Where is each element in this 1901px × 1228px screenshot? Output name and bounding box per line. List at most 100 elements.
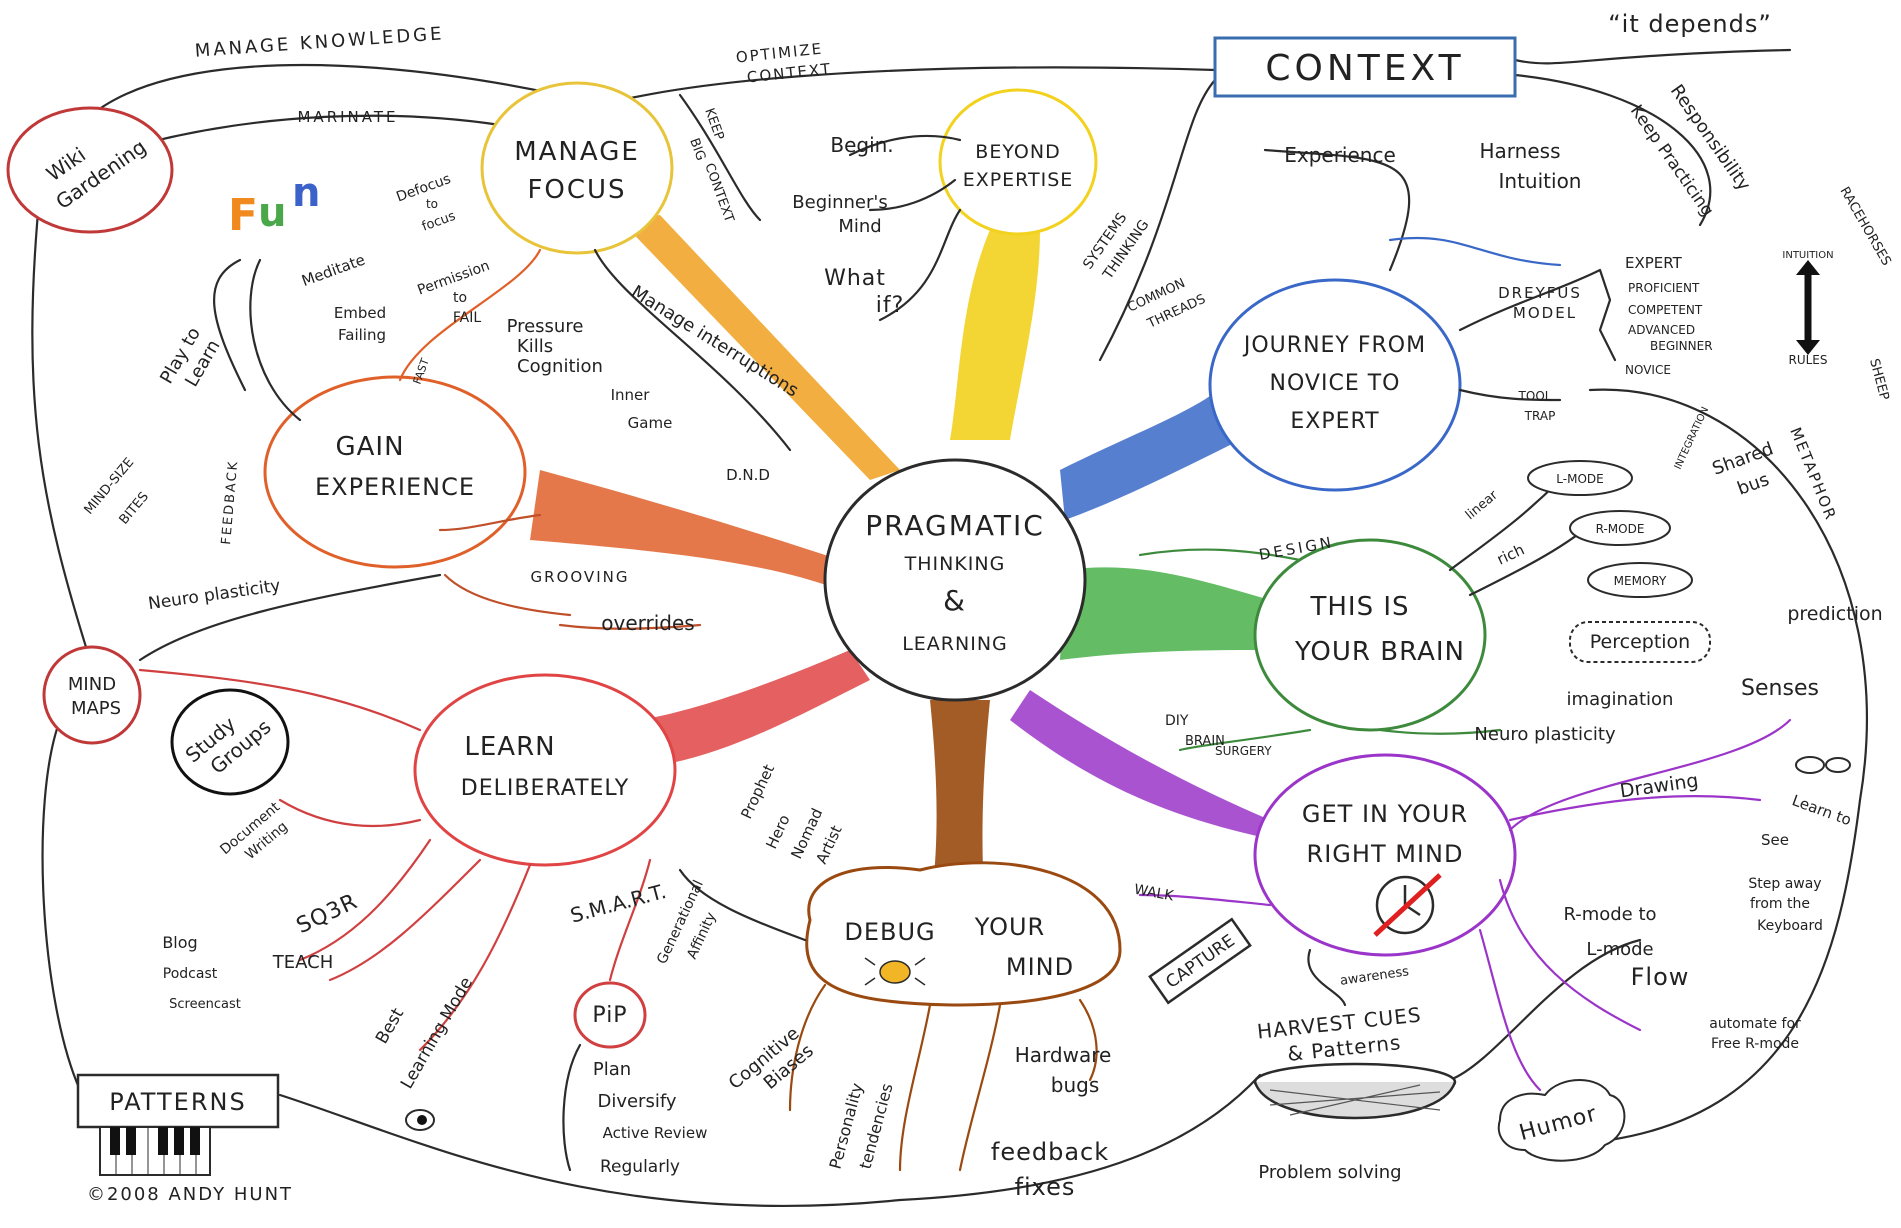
branch-lines — [138, 93, 1792, 1172]
svg-text:Learn to: Learn to — [1790, 791, 1854, 829]
capture-node: CAPTURE — [1148, 917, 1252, 1005]
svg-text:imagination: imagination — [1567, 689, 1674, 710]
patterns-node: PATTERNS — [76, 1073, 280, 1176]
context-node: CONTEXT “it depends” — [1213, 10, 1772, 98]
svg-text:Pressure: Pressure — [507, 316, 584, 337]
svg-text:RACEHORSES: RACEHORSES — [1837, 185, 1894, 269]
svg-text:Failing: Failing — [338, 326, 386, 344]
svg-text:What: What — [824, 266, 886, 291]
svg-text:Problem solving: Problem solving — [1258, 1162, 1401, 1183]
brain-node: THIS IS YOUR BRAIN — [1253, 538, 1487, 732]
svg-text:See: See — [1761, 831, 1789, 849]
svg-text:D.N.D: D.N.D — [726, 466, 770, 484]
svg-text:S.M.A.R.T.: S.M.A.R.T. — [568, 879, 669, 928]
svg-text:THIS IS: THIS IS — [1309, 592, 1409, 622]
svg-text:L-MODE: L-MODE — [1556, 472, 1603, 486]
svg-text:Intuition: Intuition — [1499, 169, 1582, 193]
svg-text:EXPERT: EXPERT — [1290, 409, 1379, 434]
fun-node: F u n — [228, 170, 320, 241]
eyes-icon — [1795, 756, 1851, 774]
spoke-gain — [530, 470, 840, 590]
debug-node: DEBUG YOUR MIND — [805, 861, 1122, 1007]
svg-text:DEBUG: DEBUG — [844, 918, 935, 946]
double-arrow-icon — [1796, 260, 1820, 355]
svg-text:RIGHT MIND: RIGHT MIND — [1307, 840, 1464, 868]
svg-text:RULES: RULES — [1788, 353, 1827, 367]
svg-text:DELIBERATELY: DELIBERATELY — [461, 776, 629, 801]
svg-text:overrides: overrides — [601, 611, 694, 635]
svg-text:GROOVING: GROOVING — [531, 568, 630, 586]
memory-pill: MEMORY — [1587, 562, 1693, 598]
svg-text:LEARN: LEARN — [464, 732, 555, 762]
svg-text:awareness: awareness — [1339, 964, 1410, 989]
right-mind-node: GET IN YOUR RIGHT MIND — [1253, 753, 1517, 957]
perception-cloud: Perception — [1569, 621, 1711, 663]
svg-text:MIND: MIND — [68, 674, 116, 695]
svg-text:Mind: Mind — [838, 216, 881, 237]
svg-text:JOURNEY FROM: JOURNEY FROM — [1242, 333, 1426, 358]
center-line-2: THINKING — [904, 553, 1006, 575]
svg-text:Neuro plasticity: Neuro plasticity — [147, 576, 282, 614]
journey-node: JOURNEY FROM NOVICE TO EXPERT — [1208, 278, 1462, 492]
svg-text:TRAP: TRAP — [1524, 409, 1556, 423]
svg-text:Active Review: Active Review — [603, 1124, 708, 1142]
svg-text:NOVICE: NOVICE — [1625, 363, 1671, 377]
svg-text:BEGINNER: BEGINNER — [1650, 339, 1713, 353]
svg-text:bus: bus — [1735, 469, 1772, 500]
svg-text:MIND: MIND — [1006, 953, 1074, 981]
svg-text:Regularly: Regularly — [600, 1157, 680, 1177]
svg-text:bugs: bugs — [1051, 1073, 1100, 1097]
bug-icon — [864, 957, 926, 986]
svg-text:F: F — [228, 190, 258, 241]
harvest-node: HARVEST CUES & Patterns — [1253, 1002, 1457, 1120]
svg-text:Step away: Step away — [1748, 876, 1821, 892]
center-line-3: & — [943, 584, 967, 617]
svg-text:Prophet: Prophet — [737, 761, 778, 821]
svg-text:MODEL: MODEL — [1513, 304, 1577, 322]
svg-text:R-MODE: R-MODE — [1596, 522, 1645, 536]
svg-text:Begin.: Begin. — [830, 133, 893, 157]
svg-text:Best: Best — [372, 1005, 408, 1048]
svg-text:FOCUS: FOCUS — [527, 175, 626, 205]
svg-text:PATTERNS: PATTERNS — [109, 1088, 246, 1116]
svg-text:NOVICE TO: NOVICE TO — [1270, 371, 1401, 396]
svg-text:prediction: prediction — [1787, 603, 1882, 625]
svg-text:Neuro plasticity: Neuro plasticity — [1474, 724, 1616, 745]
svg-text:Perception: Perception — [1590, 631, 1690, 653]
pip-node: PiP — [573, 981, 647, 1049]
wiki-node: Wiki Gardening — [6, 106, 174, 234]
svg-text:KEEP: KEEP — [701, 106, 726, 142]
svg-text:from the: from the — [1750, 896, 1810, 912]
spoke-beyond — [950, 230, 1040, 440]
svg-text:n: n — [292, 170, 320, 216]
eye-icon — [405, 1109, 435, 1131]
svg-text:if?: if? — [876, 293, 905, 318]
svg-text:MANAGE: MANAGE — [514, 137, 640, 167]
svg-text:feedback: feedback — [991, 1138, 1109, 1166]
svg-text:Learning Mode: Learning Mode — [397, 974, 477, 1093]
svg-text:u: u — [258, 190, 286, 236]
svg-text:COMPETENT: COMPETENT — [1628, 303, 1703, 317]
spoke-right-mind — [1010, 690, 1275, 840]
svg-text:fixes: fixes — [1015, 1173, 1076, 1201]
copyright-label: ©2008 ANDY HUNT — [87, 1184, 293, 1205]
svg-text:Flow: Flow — [1631, 963, 1690, 991]
center-node: PRAGMATIC THINKING & LEARNING — [823, 458, 1087, 702]
svg-text:to: to — [453, 290, 467, 306]
svg-text:L-mode: L-mode — [1586, 939, 1653, 960]
it-depends-label: “it depends” — [1608, 10, 1772, 38]
svg-text:PROFICIENT: PROFICIENT — [1628, 281, 1700, 295]
svg-text:Beginner's: Beginner's — [792, 192, 887, 213]
svg-text:R-mode to: R-mode to — [1563, 904, 1656, 925]
svg-text:Diversify: Diversify — [597, 1091, 676, 1112]
svg-text:Experience: Experience — [1284, 143, 1396, 167]
svg-text:Screencast: Screencast — [169, 997, 241, 1012]
svg-text:METAPHOR: METAPHOR — [1786, 425, 1840, 524]
svg-text:BEYOND: BEYOND — [975, 141, 1060, 163]
context-label: CONTEXT — [1265, 48, 1464, 89]
mind-maps-node: MIND MAPS — [42, 645, 142, 745]
svg-text:BITES: BITES — [117, 489, 152, 527]
spoke-learn — [630, 650, 870, 770]
center-spokes — [530, 215, 1275, 960]
